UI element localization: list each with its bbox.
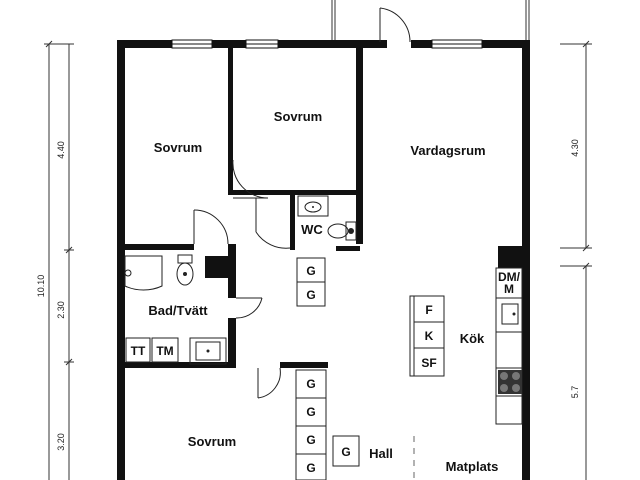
kitchen-sink-icon [512,312,516,316]
balcony-lines [331,0,530,40]
dimension-left-upper: 4.40 [56,141,66,159]
windows [171,39,483,49]
label-tumble-dryer: TT [131,344,146,358]
dimension-right-lower: 5.7 [570,386,580,399]
room-label-living-room: Vardagsrum [410,143,485,158]
toilet-icon [183,272,187,276]
room-label-bath-laundry: Bad/Tvätt [148,303,208,318]
interior-walls [122,44,524,368]
shower-icon [124,269,132,277]
room-label-kitchen: Kök [460,331,485,346]
dimension-left-middle: 2.30 [56,301,66,319]
bathroom-fixtures [124,254,227,365]
label-storage-closet: SF [421,356,436,370]
room-label-bedroom-2: Sovrum [274,109,322,124]
label-wardrobe: G [306,433,315,447]
wc-sink-icon [312,206,314,208]
wc-toilet-icon [348,228,354,234]
dimension-left-total: 10.10 [36,275,46,298]
room-label-dining: Matplats [446,459,499,474]
dimension-right-upper: 4.30 [570,139,580,157]
room-label-bedroom-3: Sovrum [188,434,236,449]
label-wardrobe: G [341,445,350,459]
balcony-door [379,7,411,43]
label-wardrobe: G [306,405,315,419]
interior-doors [193,159,291,399]
label-wardrobe: G [306,461,315,475]
label-fridge: K [425,329,434,343]
left-dimension-lines [44,40,74,480]
label-wardrobe: G [306,288,315,302]
label-freezer: F [425,303,432,317]
stove-icon [498,370,522,394]
label-wardrobe: G [306,377,315,391]
wardrobes [295,257,360,480]
right-dimension-lines [560,40,592,480]
bath-sink-icon [206,349,210,353]
room-label-bedroom-1: Sovrum [154,140,202,155]
label-washing-machine: TM [156,344,173,358]
label-wardrobe: G [306,264,315,278]
exterior-walls [117,40,530,480]
label-dishwasher: DM/M [498,270,521,296]
dimension-left-lower: 3.20 [56,433,66,451]
room-label-hall: Hall [369,446,393,461]
room-label-wc: WC [301,222,323,237]
